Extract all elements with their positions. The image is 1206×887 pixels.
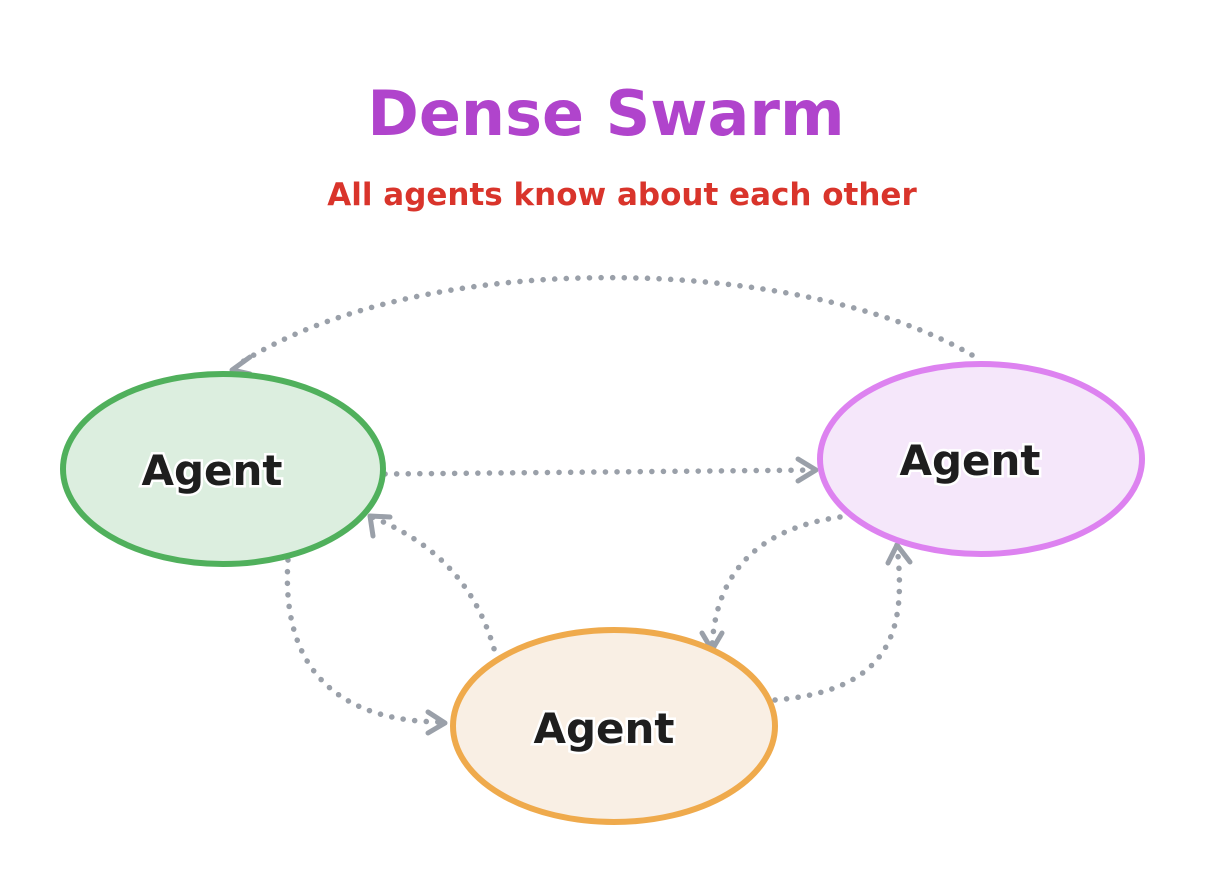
- diagram-subtitle: All agents know about each other: [327, 177, 917, 213]
- edge-right-to-left[interactable]: [229, 274, 975, 377]
- arrowhead-icon: [885, 542, 913, 566]
- diagram-title: Dense Swarm: [367, 77, 844, 150]
- arrowhead-icon: [795, 456, 819, 484]
- arrowhead-icon: [425, 709, 448, 736]
- agent-node-right[interactable]: Agent: [817, 361, 1145, 557]
- agent-node-left[interactable]: Agent: [60, 371, 386, 567]
- agent-label: Agent: [899, 436, 1040, 485]
- edge-bottom-to-right[interactable]: [772, 542, 913, 703]
- agent-label: Agent: [141, 446, 282, 495]
- edge-left-to-right[interactable]: [382, 456, 819, 484]
- agent-node-bottom[interactable]: Agent: [450, 627, 778, 825]
- connectors: [229, 274, 975, 736]
- agent-label: Agent: [533, 704, 674, 753]
- arrowhead-icon: [367, 513, 393, 539]
- edge-bottom-to-left[interactable]: [367, 513, 500, 663]
- edge-right-to-bottom[interactable]: [699, 514, 843, 653]
- edge-left-to-bottom[interactable]: [284, 557, 448, 736]
